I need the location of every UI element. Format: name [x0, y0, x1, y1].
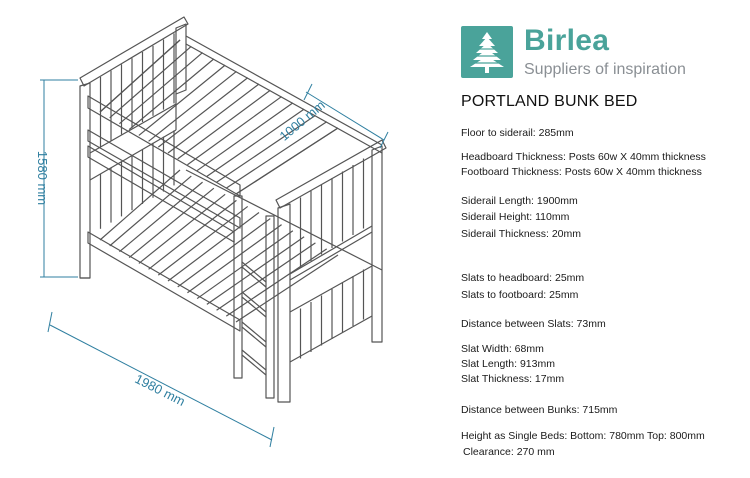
- spec-line: Slats to footboard: 25mm: [461, 289, 579, 301]
- spec-line: Headboard Thickness: Posts 60w X 40mm th…: [461, 151, 706, 163]
- spec-line: Clearance: 270 mm: [463, 446, 555, 458]
- brand-logo: Birlea Suppliers of inspiration: [461, 24, 731, 84]
- product-title: PORTLAND BUNK BED: [461, 93, 638, 110]
- height-dimension: [40, 79, 78, 278]
- spec-line: Distance between Slats: 73mm: [461, 318, 606, 330]
- width-label: 1000 mm: [277, 97, 328, 143]
- bed-outline: [79, 16, 387, 403]
- spec-line: Siderail Height: 110mm: [461, 211, 570, 223]
- spec-line: Footboard Thickness: Posts 60w X 40mm th…: [461, 166, 702, 178]
- spec-line: Slat Thickness: 17mm: [461, 373, 565, 385]
- spec-line: Slat Width: 68mm: [461, 343, 544, 355]
- spec-line: Slats to headboard: 25mm: [461, 272, 585, 284]
- brand-name: Birlea: [524, 24, 610, 57]
- spec-line: Floor to siderail: 285mm: [461, 127, 574, 139]
- spec-line: Siderail Length: 1900mm: [461, 195, 578, 207]
- spec-line: Siderail Thickness: 20mm: [461, 228, 582, 240]
- spec-line: Slat Length: 913mm: [461, 358, 555, 370]
- length-dimension: [47, 311, 275, 448]
- tree-logo-icon: [461, 26, 513, 78]
- bunk-bed-drawing: 1580 mm 1980 mm 1000 mm: [35, 16, 389, 448]
- height-label: 1580 mm: [35, 151, 50, 205]
- brand-tagline: Suppliers of inspiration: [524, 61, 686, 78]
- spec-line: Height as Single Beds: Bottom: 780mm Top…: [461, 430, 705, 442]
- width-dimension: [303, 83, 389, 149]
- spec-line: Distance between Bunks: 715mm: [461, 404, 618, 416]
- length-label: 1980 mm: [132, 371, 187, 409]
